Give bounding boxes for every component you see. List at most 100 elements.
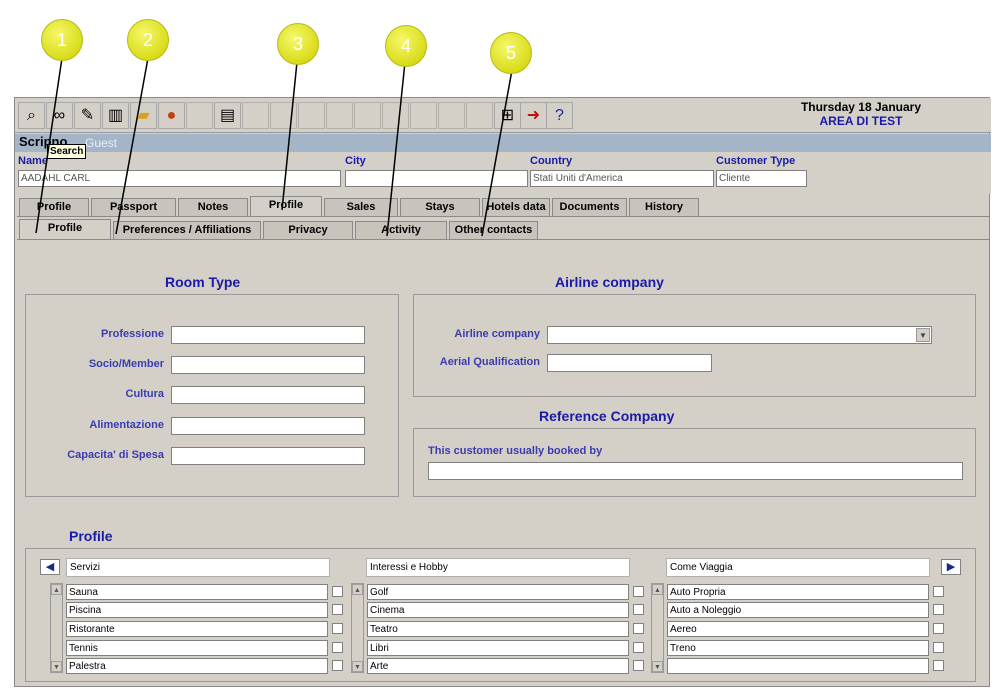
glasses-icon[interactable]: ∞	[46, 102, 73, 129]
user-icon[interactable]: ●	[158, 102, 185, 129]
list-checkbox[interactable]	[332, 623, 343, 634]
main-tab-line	[17, 216, 989, 217]
list-checkbox[interactable]	[933, 623, 944, 634]
list-checkbox[interactable]	[933, 586, 944, 597]
scroll-up-icon[interactable]: ▲	[51, 584, 62, 595]
search-icon[interactable]: ⌕	[18, 102, 45, 129]
list-item[interactable]: Palestra	[66, 658, 328, 674]
tab-other-contacts[interactable]: Other contacts	[449, 221, 538, 239]
list-checkbox[interactable]	[633, 604, 644, 615]
list-checkbox[interactable]	[633, 623, 644, 634]
alimentazione-field[interactable]	[171, 417, 365, 435]
list-checkbox[interactable]	[332, 660, 343, 671]
trash-icon[interactable]: ▥	[102, 102, 129, 129]
list-checkbox[interactable]	[633, 642, 644, 653]
tab-stays[interactable]: Stays	[400, 198, 480, 216]
current-date: Thursday 18 January	[800, 100, 921, 114]
scroll-down-icon[interactable]: ▼	[51, 661, 62, 672]
professione-field[interactable]	[171, 326, 365, 344]
list-item[interactable]: Sauna	[66, 584, 328, 600]
toolbar-slot	[354, 102, 381, 129]
scroll-up-icon[interactable]: ▲	[352, 584, 363, 595]
come-viaggia-scrollbar[interactable]: ▲▼	[651, 583, 664, 673]
next-arrow-icon[interactable]: ▶	[941, 559, 961, 575]
reference-company-title: Reference Company	[539, 408, 675, 424]
folder-icon[interactable]: ▰	[130, 102, 157, 129]
tab-sub-profile[interactable]: Profile	[19, 219, 111, 239]
prev-arrow-icon[interactable]: ◀	[40, 559, 60, 575]
list-checkbox[interactable]	[933, 642, 944, 653]
capacita-spesa-field[interactable]	[171, 447, 365, 465]
title-bar: Scripno Guest	[15, 134, 991, 152]
room-type-title: Room Type	[165, 274, 241, 290]
list-checkbox[interactable]	[633, 586, 644, 597]
search-tooltip: Search	[47, 144, 87, 159]
interessi-scrollbar[interactable]: ▲▼	[351, 583, 364, 673]
print-icon[interactable]: ▤	[214, 102, 241, 129]
list-item[interactable]: Piscina	[66, 602, 328, 618]
tab-passport[interactable]: Passport	[91, 198, 176, 216]
profile-title: Profile	[69, 528, 113, 544]
socio-member-field[interactable]	[171, 356, 365, 374]
list-item[interactable]: Cinema	[367, 602, 629, 618]
header-fields: Name AADAHL CARL City Country Stati Unit…	[15, 152, 991, 194]
list-item[interactable]: Arte	[367, 658, 629, 674]
callout-5: 5	[490, 32, 532, 74]
list-checkbox[interactable]	[332, 604, 343, 615]
tab-activity[interactable]: Activity	[355, 221, 447, 239]
tab-notes[interactable]: Notes	[178, 198, 248, 216]
list-checkbox[interactable]	[933, 660, 944, 671]
tab-documents[interactable]: Documents	[552, 198, 627, 216]
toolbar-slot	[466, 102, 493, 129]
country-label: Country	[530, 155, 573, 167]
name-label: Name	[18, 155, 48, 167]
chevron-down-icon[interactable]: ▼	[916, 328, 930, 342]
toolbar-slot	[270, 102, 297, 129]
list-item[interactable]: Tennis	[66, 640, 328, 656]
list-item[interactable]: Ristorante	[66, 621, 328, 637]
window-subtitle: Guest	[85, 136, 118, 150]
list-checkbox[interactable]	[332, 642, 343, 653]
scroll-down-icon[interactable]: ▼	[652, 661, 663, 672]
callout-1: 1	[41, 19, 83, 61]
servizi-scrollbar[interactable]: ▲▼	[50, 583, 63, 673]
cultura-field[interactable]	[171, 386, 365, 404]
tab-privacy[interactable]: Privacy	[263, 221, 353, 239]
list-item[interactable]: Treno	[667, 640, 929, 656]
exit-icon[interactable]: ➜	[520, 102, 547, 129]
profile-lists-panel: ◀ ▶ Servizi ▲▼ Sauna Piscina Ristorante …	[25, 548, 976, 682]
list-checkbox[interactable]	[633, 660, 644, 671]
country-field[interactable]: Stati Uniti d'America	[530, 170, 714, 187]
list-item[interactable]: Aereo	[667, 621, 929, 637]
toolbar-slot	[186, 102, 213, 129]
tab-main-profile[interactable]: Profile	[19, 198, 89, 216]
date-area-box: Thursday 18 January AREA DI TEST	[801, 100, 921, 128]
tab-profile-active[interactable]: Profile	[250, 196, 322, 216]
callout-3: 3	[277, 23, 319, 65]
list-item[interactable]: Golf	[367, 584, 629, 600]
list-item[interactable]: Auto Propria	[667, 584, 929, 600]
aerial-qualification-label: Aerial Qualification	[439, 356, 540, 368]
edit-icon[interactable]: ✎	[74, 102, 101, 129]
tab-preferences-affiliations[interactable]: Preferences / Affiliations	[113, 221, 261, 239]
list-item[interactable]	[667, 658, 929, 674]
list-item[interactable]: Teatro	[367, 621, 629, 637]
city-field[interactable]	[345, 170, 528, 187]
airline-company-select[interactable]: ▼	[547, 326, 932, 344]
scroll-down-icon[interactable]: ▼	[352, 661, 363, 672]
tab-sales[interactable]: Sales	[324, 198, 398, 216]
aerial-qualification-field[interactable]	[547, 354, 712, 372]
callout-4: 4	[385, 25, 427, 67]
list-item[interactable]: Libri	[367, 640, 629, 656]
tab-hotels-data[interactable]: Hotels data	[482, 198, 550, 216]
tab-history[interactable]: History	[629, 198, 699, 216]
name-field[interactable]: AADAHL CARL	[18, 170, 341, 187]
list-checkbox[interactable]	[332, 586, 343, 597]
help-icon[interactable]: ?	[546, 102, 573, 129]
list-checkbox[interactable]	[933, 604, 944, 615]
attach-icon[interactable]: ⊞	[494, 102, 521, 129]
customer-type-field[interactable]: Cliente	[716, 170, 807, 187]
list-item[interactable]: Auto a Noleggio	[667, 602, 929, 618]
scroll-up-icon[interactable]: ▲	[652, 584, 663, 595]
booked-by-field[interactable]	[428, 462, 963, 480]
